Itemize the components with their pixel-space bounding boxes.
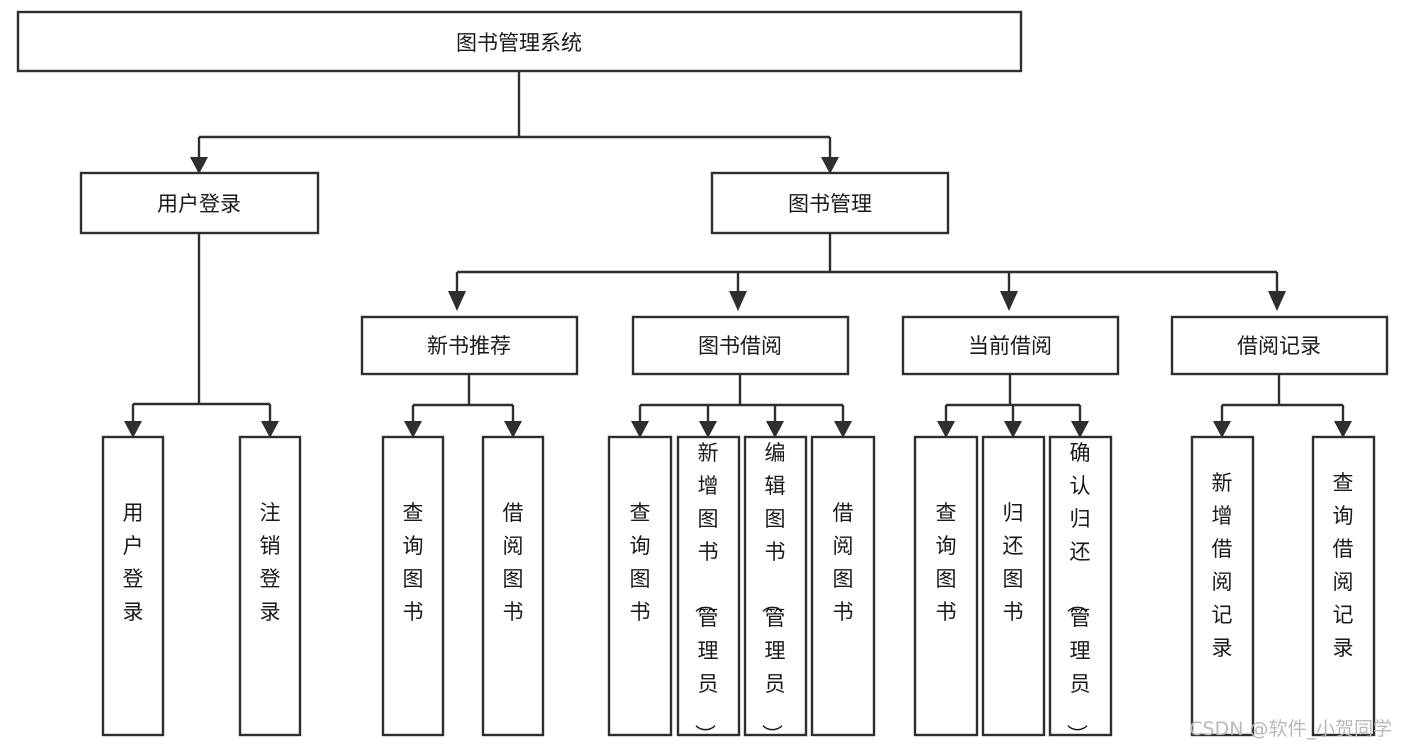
arrow-head-borrow <box>729 291 747 311</box>
node-leaf-borrow-book-1-label: 借阅图书 <box>503 501 524 624</box>
node-current-label: 当前借阅 <box>968 334 1052 358</box>
arrow-head-bookmgmt <box>821 157 839 174</box>
arrow-head-edit-book <box>766 421 784 438</box>
node-bookmgmt[interactable]: 图书管理 <box>710 171 950 235</box>
node-leaf-borrow-book-2-label: 借阅图书 <box>833 501 854 624</box>
node-newbook-label: 新书推荐 <box>427 334 511 358</box>
arrow-head-borrow-book-2 <box>834 421 852 438</box>
node-bookmgmt-label: 图书管理 <box>788 192 872 216</box>
node-leaf-user-login-box[interactable] <box>101 435 165 737</box>
node-leaf-query-record-box[interactable] <box>1311 435 1376 737</box>
node-records[interactable]: 借阅记录 <box>1170 315 1389 376</box>
node-leaf-return-book-box[interactable] <box>981 435 1046 737</box>
node-newbook-box[interactable] <box>360 315 579 376</box>
arrow-head-query-book-3 <box>937 421 955 438</box>
node-leaf-query-book-2-box[interactable] <box>607 435 673 737</box>
node-leaf-return-book[interactable]: 归还图书 <box>981 435 1046 737</box>
node-leaf-borrow-book-2-box[interactable] <box>810 435 876 737</box>
node-leaf-user-login-label: 用户登录 <box>123 501 144 624</box>
node-leaf-borrow-book-1[interactable]: 借阅图书 <box>481 435 545 737</box>
node-leaf-edit-book-label: 编辑图书（管理员） <box>760 441 786 745</box>
arrow-head-user-logout <box>261 421 279 438</box>
node-newbook[interactable]: 新书推荐 <box>360 315 579 376</box>
node-leaf-query-record-label: 查询借阅记录 <box>1333 471 1354 660</box>
connector-layer <box>124 71 1352 438</box>
node-records-box[interactable] <box>1170 315 1389 376</box>
node-leaf-query-book-3-label: 查询图书 <box>936 501 957 624</box>
node-leaf-user-logout-label: 注销登录 <box>260 501 281 624</box>
arrow-head-current <box>1000 291 1018 311</box>
arrow-head-newbook <box>448 291 466 311</box>
node-leaf-query-book-2[interactable]: 查询图书 <box>607 435 673 737</box>
node-login-box[interactable] <box>79 171 320 235</box>
node-leaf-add-record[interactable]: 新增借阅记录 <box>1190 435 1255 737</box>
node-leaf-add-book-box[interactable] <box>676 435 741 737</box>
node-leaf-confirm-return-box[interactable] <box>1048 435 1113 737</box>
node-leaf-add-book-label: 新增图书（管理员） <box>693 441 719 745</box>
arrow-head-return-book <box>1004 421 1022 438</box>
arrow-head-records <box>1268 291 1286 311</box>
node-leaf-query-book-1-label: 查询图书 <box>403 501 424 624</box>
node-leaf-add-book[interactable]: 新增图书（管理员） <box>676 435 741 745</box>
node-leaf-edit-book-box[interactable] <box>743 435 808 737</box>
node-root-label: 图书管理系统 <box>456 31 582 55</box>
arrow-head-query-book-1 <box>404 421 422 438</box>
node-leaf-user-logout[interactable]: 注销登录 <box>238 435 302 737</box>
node-bookmgmt-box[interactable] <box>710 171 950 235</box>
node-leaf-borrow-book-1-box[interactable] <box>481 435 545 737</box>
node-leaf-return-book-label: 归还图书 <box>1003 501 1024 624</box>
arrow-head-login <box>190 157 208 174</box>
arrow-head-query-record <box>1334 421 1352 438</box>
node-login-label: 用户登录 <box>157 192 241 216</box>
arrow-head-add-record <box>1213 421 1231 438</box>
node-root[interactable]: 图书管理系统 <box>16 10 1023 73</box>
arrow-head-add-book <box>699 421 717 438</box>
node-leaf-confirm-return-label: 确认归还（管理员） <box>1065 441 1091 745</box>
node-current-box[interactable] <box>901 315 1120 376</box>
node-leaf-user-login[interactable]: 用户登录 <box>101 435 165 737</box>
node-leaf-query-book-2-label: 查询图书 <box>630 501 651 624</box>
node-leaf-add-record-label: 新增借阅记录 <box>1212 471 1233 660</box>
node-leaf-edit-book[interactable]: 编辑图书（管理员） <box>743 435 808 745</box>
node-borrow-label: 图书借阅 <box>698 334 782 358</box>
node-records-label: 借阅记录 <box>1237 334 1321 358</box>
node-leaf-borrow-book-2[interactable]: 借阅图书 <box>810 435 876 737</box>
arrow-head-confirm-return <box>1071 421 1089 438</box>
arrow-head-query-book-2 <box>631 421 649 438</box>
node-login[interactable]: 用户登录 <box>79 171 320 235</box>
watermark-label: CSDN @软件_小贺同学 <box>1189 718 1392 740</box>
node-root-box[interactable] <box>16 10 1023 73</box>
node-leaf-query-book-3[interactable]: 查询图书 <box>913 435 979 737</box>
node-leaf-query-record[interactable]: 查询借阅记录 <box>1311 435 1376 737</box>
arrow-head-borrow-book-1 <box>504 421 522 438</box>
node-leaf-confirm-return[interactable]: 确认归还（管理员） <box>1048 435 1113 745</box>
node-borrow-box[interactable] <box>631 315 850 376</box>
node-leaf-add-record-box[interactable] <box>1190 435 1255 737</box>
node-leaf-user-logout-box[interactable] <box>238 435 302 737</box>
arrow-head-user-login <box>124 421 142 438</box>
node-leaf-query-book-1[interactable]: 查询图书 <box>381 435 445 737</box>
node-leaf-query-book-1-box[interactable] <box>381 435 445 737</box>
node-borrow[interactable]: 图书借阅 <box>631 315 850 376</box>
node-leaf-query-book-3-box[interactable] <box>913 435 979 737</box>
node-current[interactable]: 当前借阅 <box>901 315 1120 376</box>
